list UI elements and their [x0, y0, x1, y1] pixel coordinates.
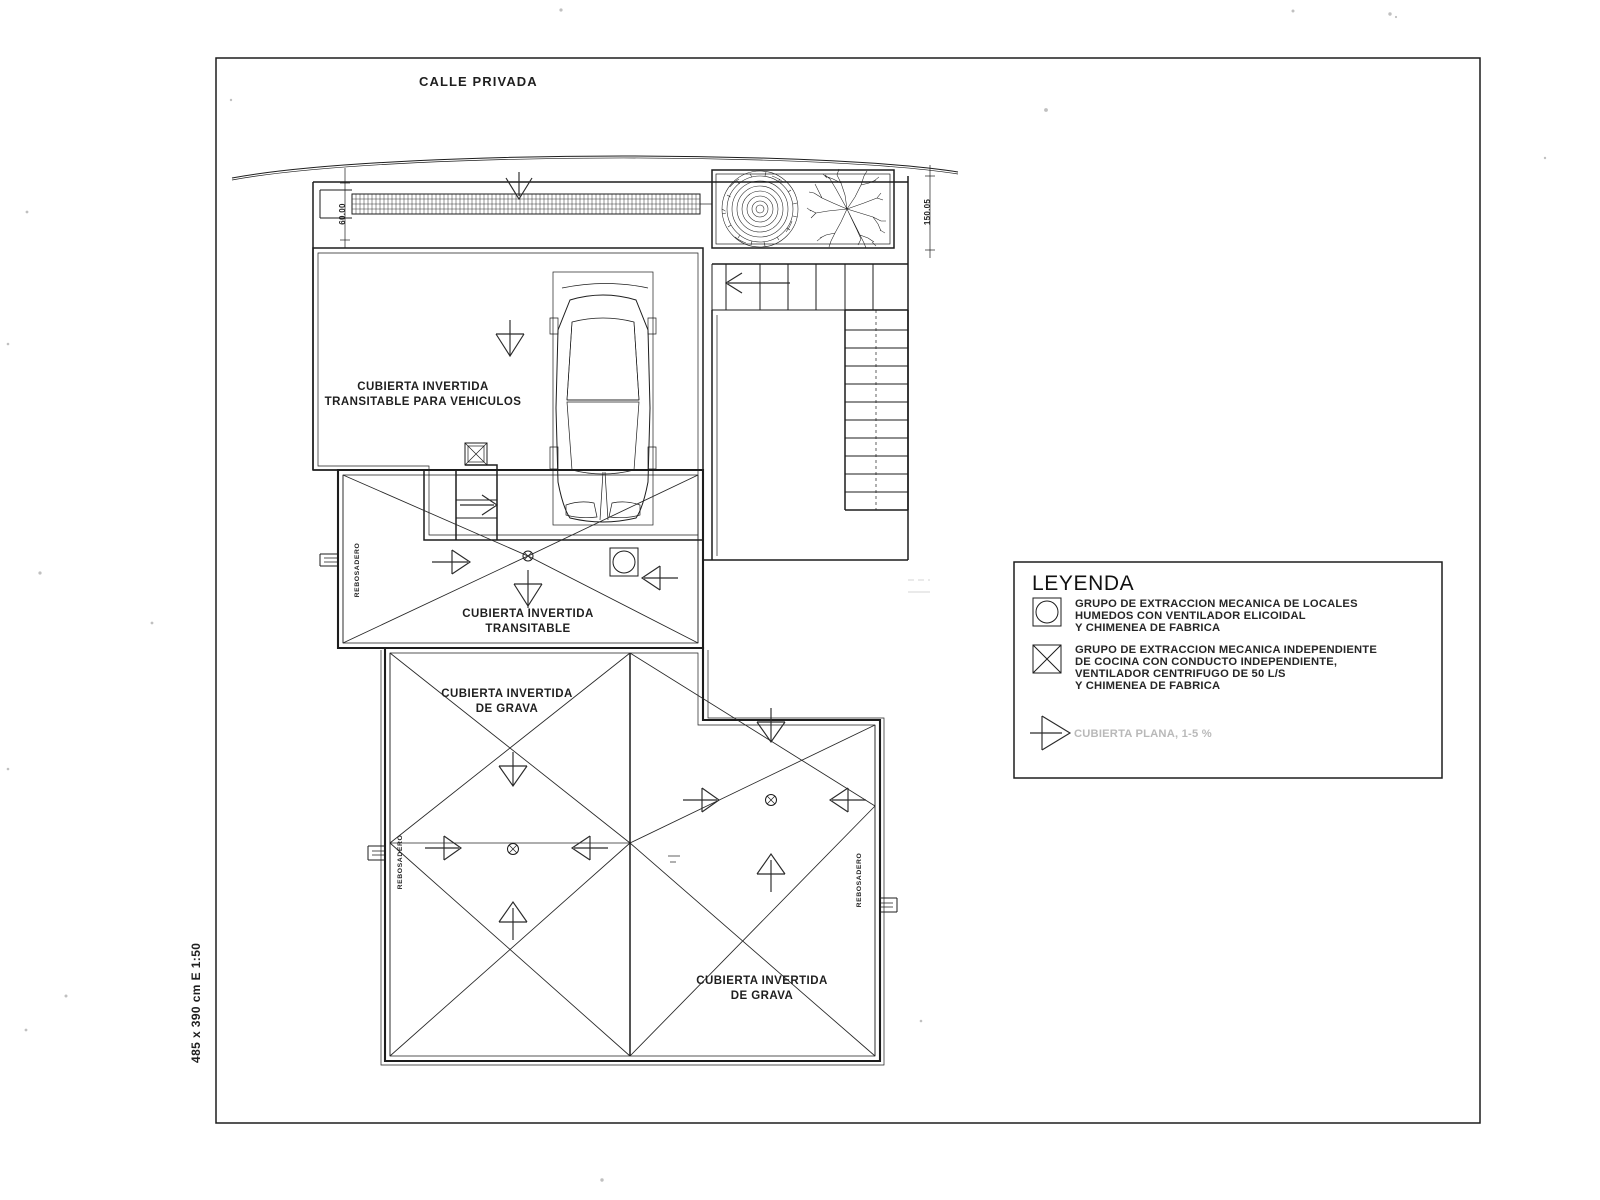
gravel-roof-diagonals-left: [389, 652, 631, 1057]
roof-label-walkable: CUBIERTA INVERTIDA TRANSITABLE: [462, 608, 593, 635]
x-in-square-icon: [1032, 644, 1062, 674]
stairs-icon: [711, 263, 909, 511]
slope-arrow-icon: [498, 752, 528, 788]
overflow-label: REBOSADERO: [354, 543, 361, 598]
sheet-border: [215, 57, 1481, 1124]
legend-item-3: CUBIERTA PLANA, 1-5 %: [1030, 715, 1212, 751]
scale-note: 485 x 390 cm E 1:50: [189, 943, 203, 1063]
legend-item-2-line3: VENTILADOR CENTRIFUGO DE 50 L/S: [1075, 668, 1286, 680]
drain-point-icon: [765, 794, 777, 806]
scan-speckles: [6, 8, 1547, 1182]
overflow-label: REBOSADERO: [397, 835, 404, 890]
conifer-tree-icon: [721, 170, 799, 248]
slope-arrow-icon: [756, 852, 786, 892]
slope-arrow-icon: [683, 787, 720, 813]
slope-arrow-icon: [640, 565, 678, 591]
legend-box: [1013, 561, 1443, 779]
gravel-roof-diagonals-right: [629, 652, 876, 1057]
roof-label-vehicle: CUBIERTA INVERTIDA TRANSITABLE PARA VEHI…: [325, 381, 522, 408]
roof-label-gravel-upper-line1: CUBIERTA INVERTIDA: [441, 688, 572, 700]
slope-arrow-icon: [1030, 715, 1072, 751]
plot-boundary: [312, 176, 909, 560]
projection-lines: [908, 579, 930, 593]
roof-label-gravel-lower: CUBIERTA INVERTIDA DE GRAVA: [696, 975, 827, 1002]
legend-item-1: GRUPO DE EXTRACCION MECANICA DE LOCALES …: [1032, 597, 1358, 634]
circle-in-square-icon: [609, 547, 639, 577]
roof-label-gravel-upper: CUBIERTA INVERTIDA DE GRAVA: [441, 688, 572, 715]
slope-arrow-icon: [513, 570, 543, 608]
overflow-label: REBOSADERO: [856, 853, 863, 908]
dimension-left: 60.00: [338, 168, 350, 248]
slope-arrow-icon: [756, 708, 786, 744]
page-title: CALLE PRIVADA: [419, 74, 538, 89]
legend-item-1-line1: GRUPO DE EXTRACCION MECANICA DE LOCALES: [1075, 598, 1358, 610]
ramp-detail: [455, 464, 499, 540]
legend-item-2-line1: GRUPO DE EXTRACCION MECANICA INDEPENDIEN…: [1075, 644, 1377, 656]
deciduous-tree-icon: [806, 168, 886, 249]
roof-tick-marks: [668, 855, 680, 863]
dimension-value-60: 60.00: [338, 203, 347, 225]
overflow-left-upper: REBOSADERO: [319, 543, 361, 598]
interior-walls: [703, 310, 908, 561]
slope-arrow-icon: [495, 320, 525, 358]
circle-in-square-icon: [1032, 597, 1062, 627]
slope-arrow-icon: [570, 835, 608, 861]
x-in-square-icon: [464, 442, 488, 466]
legend-item-1-line2: HUMEDOS CON VENTILADOR ELICOIDAL: [1075, 610, 1306, 622]
roof-label-gravel-lower-line2: DE GRAVA: [731, 990, 794, 1002]
legend-item-3-line1: CUBIERTA PLANA, 1-5 %: [1074, 728, 1212, 740]
slope-arrow-icon: [432, 549, 472, 575]
roof-label-walkable-line2: TRANSITABLE: [485, 623, 570, 635]
legend-item-2-line2: DE COCINA CON CONDUCTO INDEPENDIENTE,: [1075, 656, 1337, 668]
slope-arrow-icon: [828, 787, 866, 813]
drain-point-icon: [507, 843, 519, 855]
slope-arrow-icon: [505, 172, 533, 201]
legend-item-2: GRUPO DE EXTRACCION MECANICA INDEPENDIEN…: [1032, 644, 1377, 692]
drain-point-icon: [522, 550, 534, 562]
overflow-left-lower: REBOSADERO: [367, 835, 404, 890]
roof-label-gravel-upper-line2: DE GRAVA: [476, 703, 539, 715]
roof-label-vehicle-line1: CUBIERTA INVERTIDA: [357, 381, 488, 393]
sidewalk-hatch-band: [319, 189, 701, 219]
legend-item-1-line3: Y CHIMENEA DE FABRICA: [1075, 622, 1220, 634]
roof-label-gravel-lower-line1: CUBIERTA INVERTIDA: [696, 975, 827, 987]
street-curve: [231, 155, 959, 181]
dimension-value-150: 150.05: [923, 199, 932, 226]
vehicle-roof-area: [312, 247, 704, 541]
dimension-right: 150.05: [923, 165, 935, 258]
roof-label-walkable-line1: CUBIERTA INVERTIDA: [462, 608, 593, 620]
car-plan-icon: [549, 271, 657, 526]
legend-title: LEYENDA: [1032, 572, 1134, 595]
planter-box: [711, 169, 895, 249]
gravel-roof-area: [380, 646, 885, 1066]
slope-arrow-icon: [425, 835, 462, 861]
overflow-right: REBOSADERO: [856, 853, 898, 913]
roof-label-vehicle-line2: TRANSITABLE PARA VEHICULOS: [325, 396, 522, 408]
slope-arrow-icon: [498, 900, 528, 940]
walkable-roof-area: [336, 468, 705, 650]
legend-item-2-line4: Y CHIMENEA DE FABRICA: [1075, 680, 1220, 692]
